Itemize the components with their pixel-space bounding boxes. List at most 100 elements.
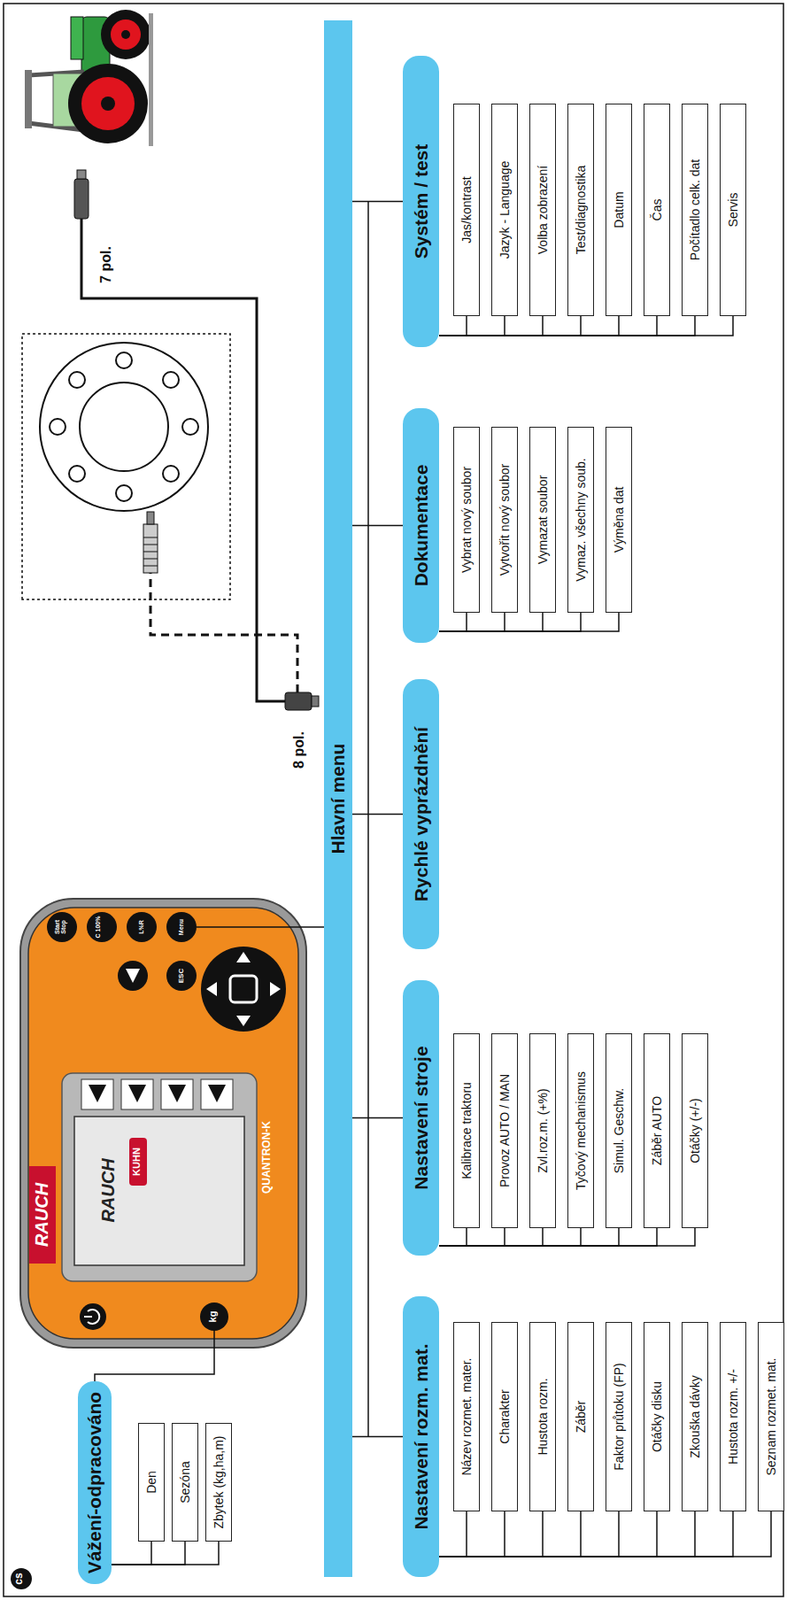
menu-item-box: Servis — [719, 103, 747, 317]
tree-connector — [439, 316, 505, 336]
menu-item-box: Název rozmet. mater. — [453, 1321, 480, 1512]
menu-item-box: Hustota rozm. — [529, 1321, 556, 1512]
model-name: QUANTRON-K — [261, 1095, 273, 1220]
menu-item-box: Vymaz. všechny soub. — [567, 426, 595, 613]
node-text: Záběr — [573, 1400, 588, 1434]
menu-item-box: Záběr — [567, 1321, 595, 1512]
node-text: Nastavení rozm. mat. — [410, 1342, 433, 1529]
node-text: Rychlé vyprázdnění — [410, 726, 433, 902]
tree-connector — [439, 316, 619, 336]
menu-item-box: Seznam rozmet. mat. — [757, 1321, 785, 1512]
menu-item-box: Záběr AUTO — [643, 1033, 671, 1228]
menu-item-box: Vymazat soubor — [529, 426, 556, 613]
menu-item-box: Volba zobrazení — [529, 103, 556, 317]
node-text: Test/diagnostika — [573, 165, 588, 255]
menu-item-box: Test/diagnostika — [567, 103, 595, 317]
node-text: Otáčky disku — [649, 1381, 664, 1452]
menu-item-box: Vybrat nový soubor — [453, 426, 480, 613]
menu-item-box: Výměna dat — [605, 426, 633, 613]
node-text: Název rozmet. mater. — [459, 1357, 474, 1475]
node-text: Charakter — [497, 1388, 512, 1443]
tree-connector — [439, 1227, 619, 1246]
tree-connector — [439, 1227, 467, 1246]
tree-connector — [439, 1511, 619, 1557]
menu-heading: Nastavení stroje — [402, 979, 440, 1256]
node-text: Vybrat nový soubor — [459, 466, 474, 573]
leader-line — [94, 1329, 215, 1398]
node-text: Záběr AUTO — [649, 1095, 664, 1166]
menu-item-box: Den — [138, 1422, 165, 1542]
menu-heading: Vážení-odpracováno — [77, 1381, 112, 1584]
node-text: Zbytek (kg,ha,m) — [211, 1435, 226, 1528]
menu-heading: Nastavení rozm. mat. — [402, 1296, 440, 1577]
node-text: Den — [144, 1470, 159, 1494]
menu-item-box: Otáčky disku — [643, 1321, 671, 1512]
tree-connector — [439, 1227, 505, 1246]
node-text: Hlavní menu — [327, 743, 349, 855]
node-text: Faktor průtoku (FP) — [611, 1362, 626, 1470]
tree-connector — [439, 1511, 581, 1557]
connector-label: 8 pol. — [292, 723, 308, 777]
menu-heading: Systém / test — [402, 55, 440, 348]
tree-connector — [439, 1227, 581, 1246]
node-text: Sezóna — [177, 1460, 193, 1503]
menu-item-box: Zkouška dávky — [681, 1321, 709, 1512]
connector-label: 7 pol. — [99, 238, 115, 292]
tree-connector — [439, 1511, 467, 1557]
button-label: Menu — [177, 913, 185, 941]
node-text: Dokumentace — [410, 464, 433, 587]
tree-connector — [439, 316, 543, 336]
menu-item-box: Charakter — [491, 1321, 518, 1512]
button-label: L%R — [138, 913, 145, 941]
tree-connector — [111, 1541, 186, 1565]
node-text: Systém / test — [410, 144, 433, 260]
node-text: Seznam rozmet. mat. — [763, 1357, 779, 1475]
tree-connector — [352, 1117, 403, 1119]
menu-item-box: Otáčky (+/-) — [681, 1033, 709, 1228]
tree-connector — [439, 316, 657, 336]
tree-connector — [352, 1435, 403, 1438]
tree-connector — [439, 1227, 695, 1246]
menu-item-box: Zvl.roz.m. (+%) — [529, 1033, 556, 1228]
tree-connector — [439, 316, 581, 336]
screen-logo: RAUCH — [99, 1126, 118, 1255]
tractor — [24, 9, 154, 147]
menu-item-box: Sezóna — [171, 1422, 199, 1542]
button-label: C 100% — [94, 913, 101, 941]
tree-connector — [439, 316, 695, 336]
tree-connector — [439, 612, 619, 632]
node-text: Zvl.roz.m. (+%) — [535, 1087, 550, 1173]
tree-connector — [439, 1511, 657, 1557]
node-text: Servis — [725, 192, 741, 228]
node-text: Volba zobrazení — [535, 165, 550, 255]
menu-item-box: Kalibrace traktoru — [453, 1033, 480, 1228]
language-badge — [10, 1567, 32, 1590]
node-text: Kalibrace traktoru — [459, 1081, 474, 1180]
menu-item-box: Simul. Geschw. — [605, 1033, 633, 1228]
tree-connector — [111, 1541, 152, 1565]
menu-item-box: Hustota rozm. +/- — [719, 1321, 747, 1512]
node-text: Datum — [611, 191, 626, 228]
node-text: Zkouška dávky — [687, 1374, 703, 1458]
node-text: Vymaz. všechny soub. — [573, 457, 588, 582]
node-text: Vymazat soubor — [535, 475, 550, 565]
button-label: ESC — [177, 962, 186, 989]
tree-connector — [439, 1511, 733, 1557]
tree-connector — [439, 612, 543, 632]
tree-connector — [439, 612, 505, 632]
menu-item-box: Počítadlo celk. dat — [681, 103, 709, 317]
tree-connector — [439, 612, 581, 632]
node-text: Tyčový mechanismus — [573, 1071, 588, 1190]
tree-connector — [439, 1511, 772, 1557]
node-text: Vytvořit nový soubor — [497, 463, 512, 576]
tree-connector — [439, 1511, 505, 1557]
page-frame — [3, 3, 784, 1597]
node-text: Provoz AUTO / MAN — [497, 1073, 512, 1188]
menu-item-box: Jazyk - Language — [491, 103, 518, 317]
wheel-sensor — [22, 333, 231, 600]
tree-connector — [439, 1511, 695, 1557]
node-text: Vážení-odpracováno — [84, 1391, 106, 1574]
menu-heading: Rychlé vyprázdnění — [402, 678, 440, 950]
controller — [20, 898, 307, 1348]
node-text: Výměna dat — [611, 486, 626, 554]
